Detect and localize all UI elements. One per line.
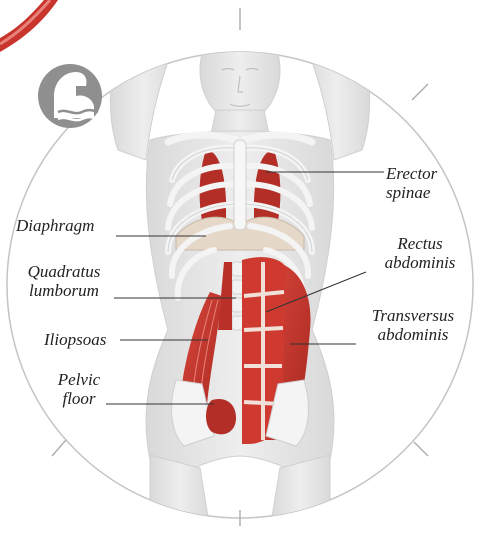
muscle-fiber-corner-icon [0, 0, 58, 52]
label-diaphragm: Diaphragm [16, 216, 94, 235]
label-line: Iliopsoas [44, 330, 106, 349]
label-line: Quadratus [14, 262, 114, 281]
label-rectus-abdominis: Rectus abdominis [370, 234, 470, 272]
label-line: abdominis [370, 253, 470, 272]
label-iliopsoas: Iliopsoas [44, 330, 106, 349]
label-line: Diaphragm [16, 216, 94, 235]
label-line: abdominis [358, 325, 468, 344]
label-erector-spinae: Erector spinae [386, 164, 437, 202]
label-line: Transversus [358, 306, 468, 325]
label-line: Rectus [370, 234, 470, 253]
label-line: spinae [386, 183, 437, 202]
flexed-arm-wave-logo-icon [38, 64, 102, 128]
label-quadratus-lumborum: Quadratus lumborum [14, 262, 114, 300]
label-line: Pelvic [44, 370, 114, 389]
label-line: Erector [386, 164, 437, 183]
label-pelvic-floor: Pelvic floor [44, 370, 114, 408]
label-transversus-abdominis: Transversus abdominis [358, 306, 468, 344]
sternum [234, 140, 246, 230]
label-line: lumborum [14, 281, 114, 300]
label-line: floor [44, 389, 114, 408]
